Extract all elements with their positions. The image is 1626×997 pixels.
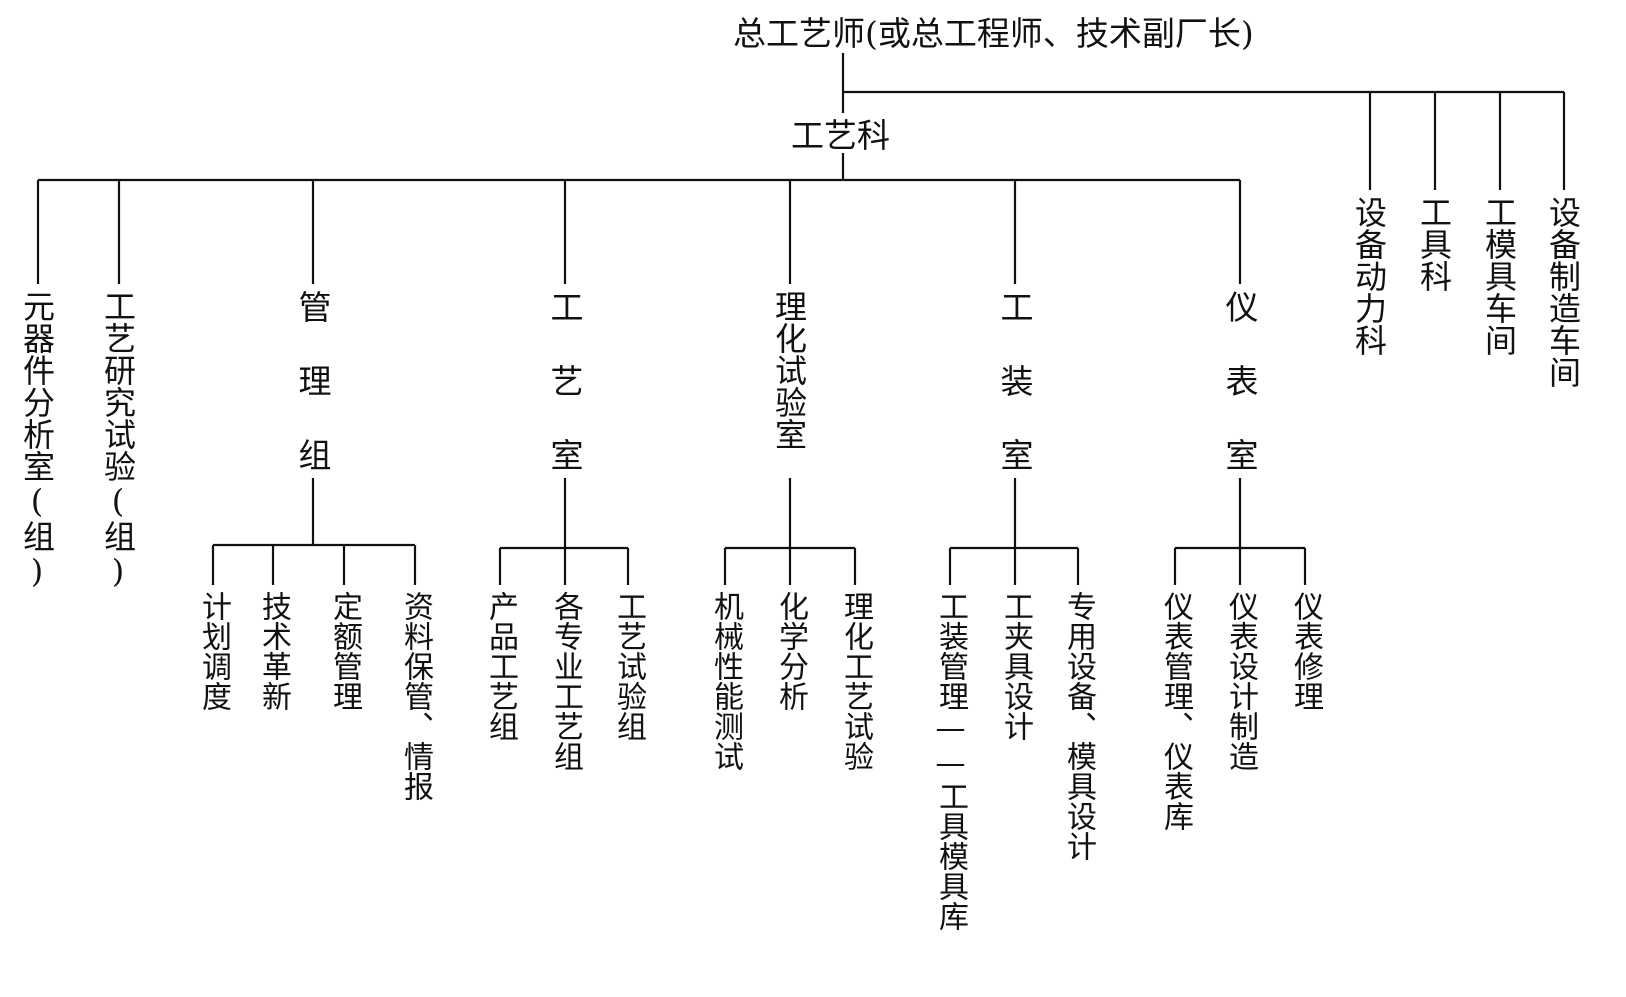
unit-3-label: 管理组 [293,290,332,512]
unit-6-label: 工装室 [995,290,1034,512]
unit-6-sub-1: 工装管理——工具模具库 [933,591,968,931]
unit-3-sub-1: 计划调度 [196,591,231,711]
unit-5-label: 理化试验室 [770,290,808,450]
unit-1-label: 元器件分析室(组) [18,290,56,590]
section-node-label: 工艺科 [791,116,890,155]
root-node-label: 总工艺师(或总工程师、技术副厂长) [733,14,1254,53]
unit-2-label: 工艺研究试验(组) [99,290,137,590]
right-dept-1: 设备动力科 [1350,196,1388,356]
unit-7-sub-3: 仪表修理 [1288,591,1323,711]
unit-6-sub-2-wrap: 工夹具设计 [998,591,1033,741]
unit-7-sub-2: 仪表设计制造 [1223,591,1258,771]
unit-5-sub-3: 理化工艺试验 [838,591,873,771]
unit-5-sub-2: 化学分析 [773,591,808,711]
unit-4-sub-1: 产品工艺组 [483,591,518,741]
unit-3-sub-3: 定额管理 [327,591,362,711]
unit-6-sub-3: 专用设备、模具设计 [1061,591,1096,861]
unit-7-label: 仪表室 [1220,290,1259,512]
unit-4-sub-2: 各专业工艺组 [548,591,583,771]
unit-7-sub-1: 仪表管理、仪表库 [1158,591,1193,831]
unit-4-label: 工艺室 [545,290,584,512]
unit-4-sub-3: 工艺试验组 [611,591,646,741]
unit-5-sub-1: 机械性能测试 [708,591,743,771]
right-dept-2: 工具科 [1415,196,1453,292]
right-dept-3: 工模具车间 [1480,196,1518,356]
right-dept-4: 设备制造车间 [1544,196,1582,388]
unit-3-sub-2: 技术革新 [256,591,291,711]
unit-6-sub-2: 工夹具设计 [998,591,1033,741]
unit-3-sub-4: 资料保管、情报 [398,591,433,801]
